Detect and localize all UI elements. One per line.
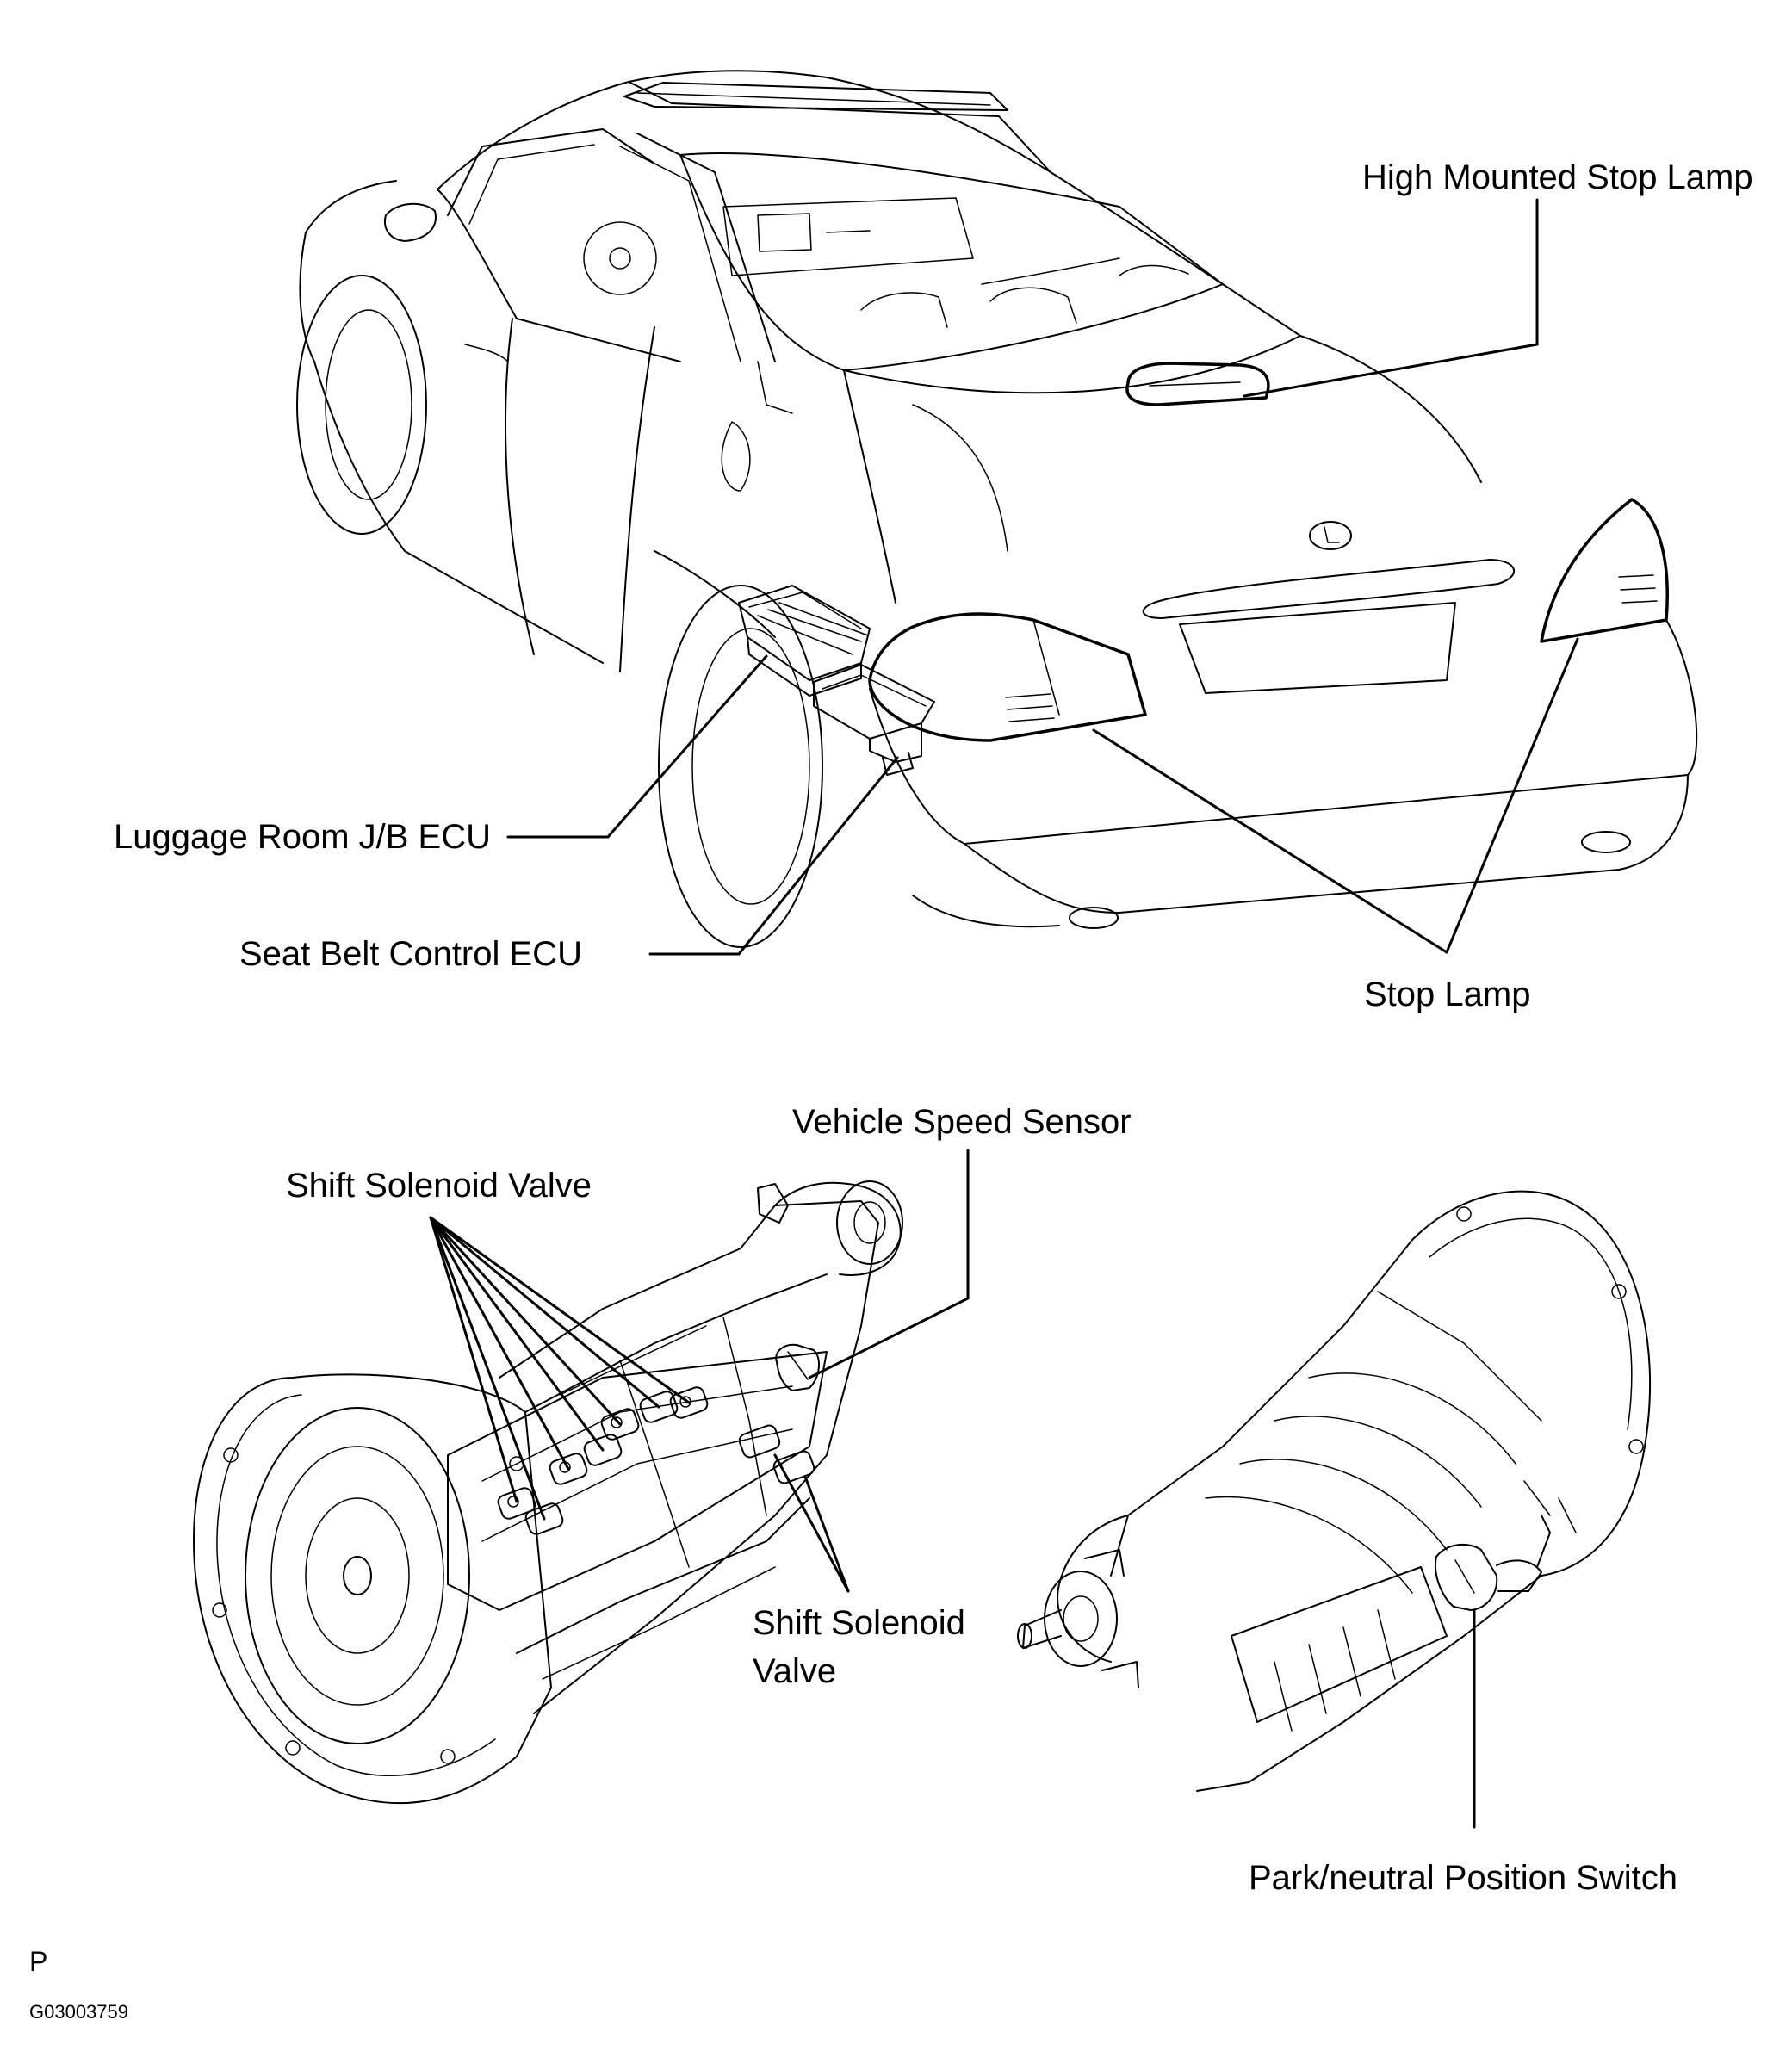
- transmission-right-illustration: [1017, 1190, 1652, 1792]
- label-park-neutral-position-switch: Park/neutral Position Switch: [1249, 1859, 1678, 1897]
- label-stop-lamp: Stop Lamp: [1364, 976, 1531, 1013]
- leader-seat-belt-control-ecu: [648, 756, 899, 956]
- label-seat-belt-control-ecu: Seat Belt Control ECU: [239, 935, 582, 973]
- seat-belt-control-ecu-graphic: [813, 664, 935, 776]
- leader-luggage-room-jb-ecu: [506, 654, 768, 839]
- leader-high-mounted-stop-lamp: [1243, 198, 1539, 398]
- label-shift-solenoid-valve-top: Shift Solenoid Valve: [286, 1167, 592, 1205]
- leader-stop-lamp-left: [1092, 728, 1448, 954]
- label-shift-solenoid-valve-bottom-line2: Valve: [753, 1652, 837, 1690]
- vehicle-illustration: [296, 70, 1698, 948]
- label-luggage-room-jb-ecu: Luggage Room J/B ECU: [114, 818, 492, 856]
- shift-solenoid-cluster-top: [497, 1386, 709, 1535]
- leader-vehicle-speed-sensor: [808, 1149, 970, 1379]
- luggage-room-jb-ecu-graphic: [738, 585, 871, 697]
- figure-code: G03003759: [29, 2001, 128, 2023]
- park-neutral-position-switch-graphic: [1435, 1515, 1551, 1611]
- label-vehicle-speed-sensor: Vehicle Speed Sensor: [792, 1103, 1132, 1141]
- leaders-shift-solenoid-valve-top: [429, 1216, 691, 1521]
- leader-stop-lamp-right: [1445, 637, 1579, 954]
- label-high-mounted-stop-lamp: High Mounted Stop Lamp: [1362, 158, 1753, 196]
- leaders-shift-solenoid-valve-bottom: [773, 1453, 850, 1593]
- label-shift-solenoid-valve-bottom-line1: Shift Solenoid: [753, 1604, 965, 1642]
- vehicle-speed-sensor-graphic: [775, 1343, 820, 1391]
- shift-solenoid-cluster-bottom: [738, 1424, 815, 1484]
- footer-letter: P: [29, 1946, 48, 1977]
